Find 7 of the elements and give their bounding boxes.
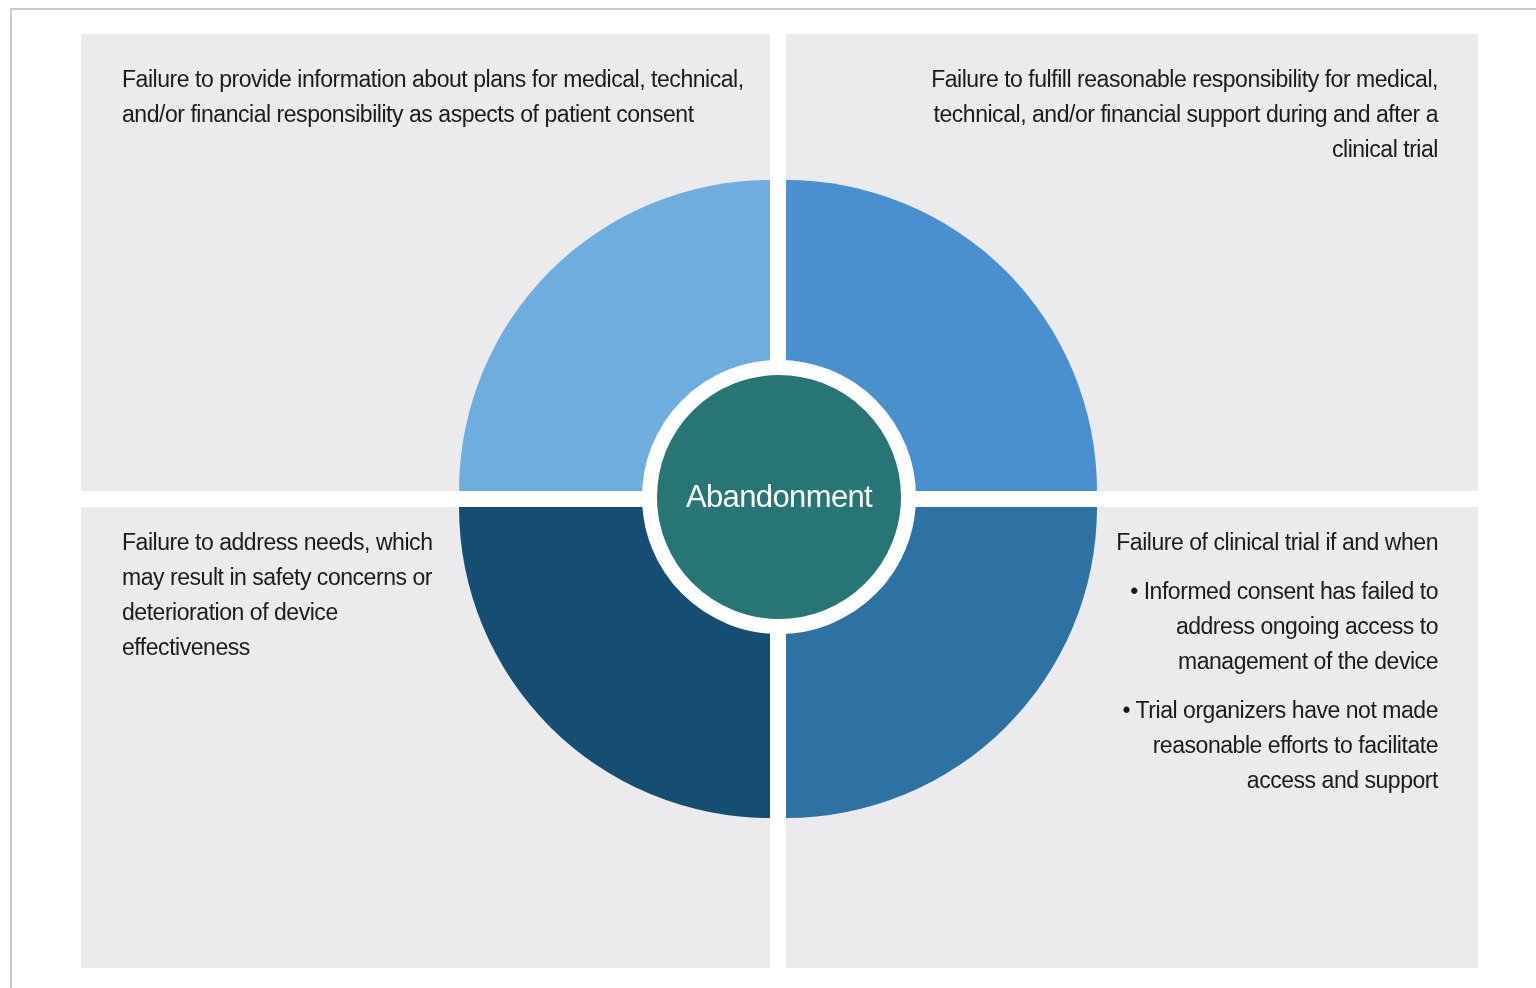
panel-text: Failure to address needs, which may result in safety concerns or deterioration of device effectiveness bbox=[122, 528, 434, 662]
panel-text: Failure to provide information about plans for medical, technical, and/or financial responsibility as aspects of patient consent bbox=[122, 65, 745, 129]
panel-text: • Trial organizers have not made reasonable efforts to facilitate access and support bbox=[1121, 696, 1438, 795]
panel-text: Failure to fulfill reasonable responsibility for medical, technical, and/or financial support during and after a clinical trial bbox=[930, 65, 1438, 164]
center-label: Abandonment bbox=[685, 477, 873, 516]
panel-text: Failure of clinical trial if and when bbox=[1115, 528, 1438, 557]
panel-text: • Informed consent has failed to address ongoing access to management of the device bbox=[1129, 577, 1438, 676]
